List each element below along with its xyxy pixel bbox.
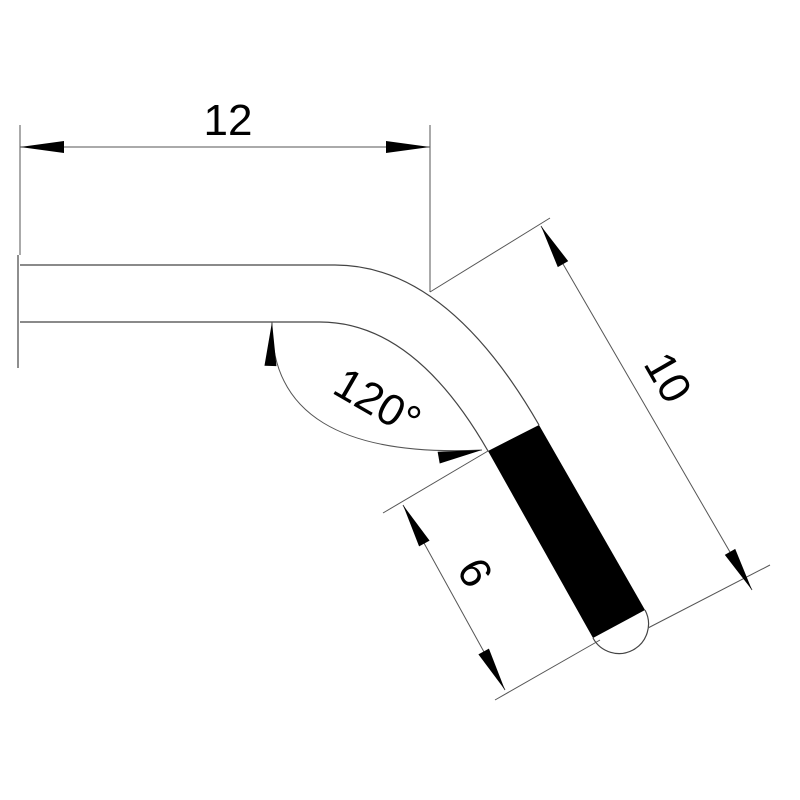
angle-label: 120° xyxy=(326,358,429,446)
bent-pipe xyxy=(17,255,650,655)
dimension-label-10: 10 xyxy=(634,344,701,411)
marked-section xyxy=(488,425,645,638)
dimension-label-12: 12 xyxy=(204,96,253,145)
dimension-12: 12 xyxy=(19,96,431,292)
dimension-label-6: 6 xyxy=(447,550,502,596)
angle-dimension: 120° xyxy=(264,321,483,464)
